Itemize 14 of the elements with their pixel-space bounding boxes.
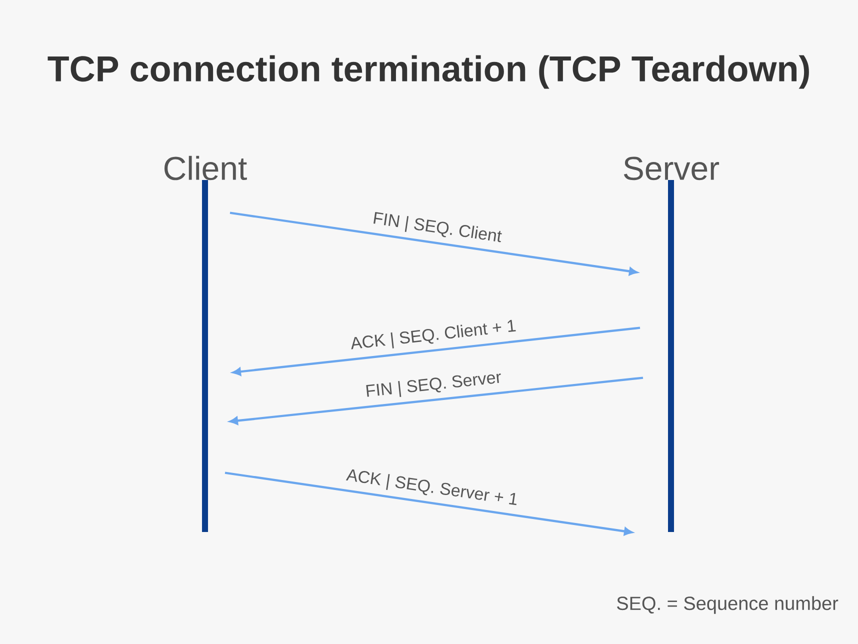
arrow — [232, 326, 640, 376]
edge-label: ACK | SEQ. Client + 1 — [351, 320, 516, 350]
title: TCP connection termination (TCP Teardown) — [48, 55, 809, 89]
arrow — [224, 472, 632, 536]
lifeline: Client — [164, 156, 247, 532]
edge-label: FIN | SEQ. Server — [366, 374, 501, 397]
footnote: SEQ. = Sequence number — [617, 596, 838, 614]
node-label: Client — [164, 156, 247, 180]
arrow — [230, 212, 638, 276]
lifeline: Server — [624, 156, 720, 532]
arrow — [230, 376, 644, 425]
edge-label: FIN | SEQ. Client — [374, 212, 502, 242]
node-label: Server — [624, 156, 720, 180]
edge-label: ACK | SEQ. Server + 1 — [346, 469, 516, 506]
